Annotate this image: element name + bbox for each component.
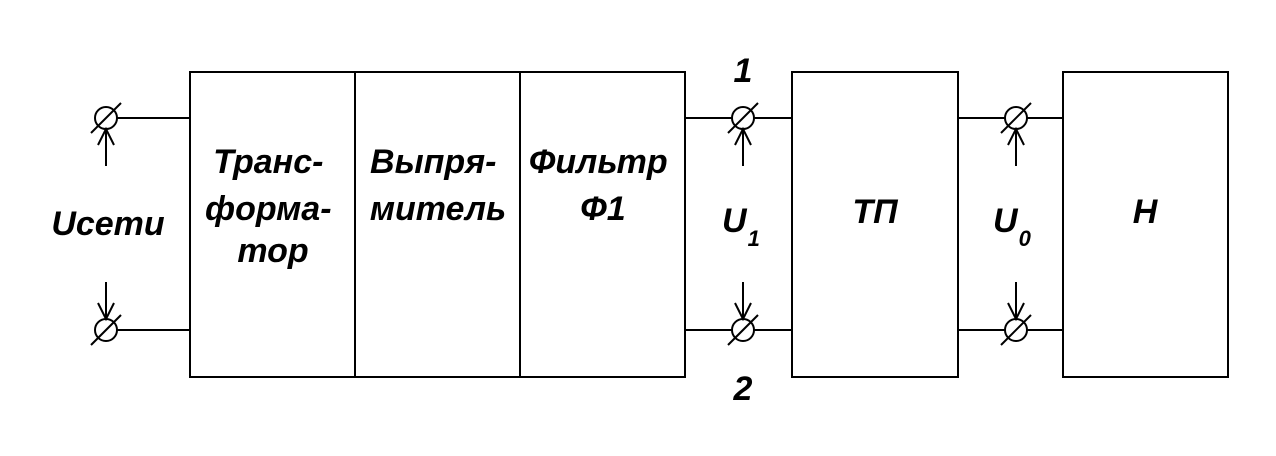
terminal-arrow-head — [1007, 126, 1025, 146]
terminals — [90, 102, 1032, 346]
terminal-slash — [1000, 314, 1032, 346]
load-label: Н — [1133, 193, 1159, 231]
terminal-slash — [90, 102, 122, 134]
load-block — [1062, 71, 1229, 378]
terminal-slash — [1000, 102, 1032, 134]
output-bottom-terminal — [1000, 282, 1032, 346]
u1-subscript: 1 — [748, 226, 760, 251]
node-2-terminal — [727, 282, 759, 346]
u1-base: U — [722, 202, 748, 240]
converter-block — [791, 71, 959, 378]
terminal-slash — [727, 102, 759, 134]
u0-voltage-label: U0 — [993, 202, 1032, 251]
converter-label: ТП — [852, 193, 899, 231]
u0-subscript: 0 — [1019, 226, 1032, 251]
mains-voltage-label: Uсети — [51, 205, 165, 243]
rectifier-label-line-2: митель — [370, 190, 506, 228]
filter-label: Фильтр Ф1 — [529, 143, 677, 228]
output-top-terminal — [1000, 102, 1032, 166]
mains-bottom-terminal — [90, 282, 122, 346]
transformer-label-line-1: Транс- — [213, 143, 323, 181]
transformer-label-line-3: тор — [237, 232, 308, 270]
transformer-label-line-2: форма- — [205, 190, 332, 228]
transformer-label: Транс- форма- тор — [205, 143, 341, 270]
filter-label-line-2: Ф1 — [580, 190, 625, 228]
terminal-slash — [90, 314, 122, 346]
node-1-terminal — [727, 102, 759, 166]
filter-label-line-1: Фильтр — [529, 143, 668, 181]
terminal-arrow-head — [1007, 302, 1025, 322]
rectifier-label: Выпря- митель — [370, 143, 506, 228]
terminal-arrow-head — [734, 302, 752, 322]
u0-base: U — [993, 202, 1019, 240]
terminal-arrow-head — [734, 126, 752, 146]
terminal-slash — [727, 314, 759, 346]
terminal-arrow-head — [97, 126, 115, 146]
mains-top-terminal — [90, 102, 122, 166]
node-1-label: 1 — [734, 52, 753, 90]
filter-block — [519, 71, 686, 378]
u1-voltage-label: U1 — [722, 202, 760, 251]
node-2-label: 2 — [733, 370, 753, 408]
transformer-block — [189, 71, 356, 378]
rectifier-label-line-1: Выпря- — [370, 143, 496, 181]
terminal-arrow-head — [97, 302, 115, 322]
